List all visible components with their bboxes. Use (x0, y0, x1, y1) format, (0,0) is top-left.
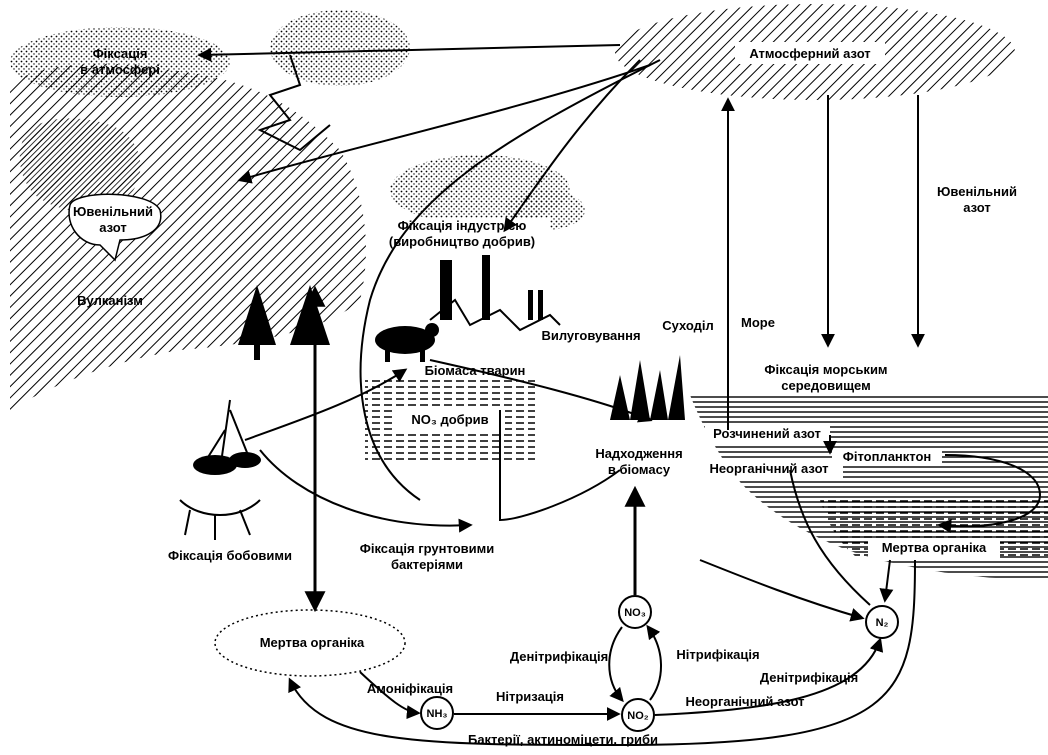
label-nitrosation: Нітризація (496, 689, 564, 704)
label-biomass-input-2: в біомасу (608, 462, 671, 477)
label-sea: Море (741, 315, 775, 330)
label-dead-organic-land: Мертва органіка (260, 635, 365, 650)
label-soil-bacteria-fixation-2: бактеріями (391, 557, 463, 572)
label-nitrification: Нітрифікація (676, 647, 759, 662)
arrow-no2-to-n2 (654, 637, 884, 716)
grass-icon (610, 355, 685, 420)
label-fixation-atmosphere-2: в атмосфері (80, 62, 160, 77)
factory-icon (429, 255, 561, 332)
arrow-bottom-loop (288, 559, 916, 747)
arrow-atmos-curve (359, 59, 661, 501)
label-animal-biomass: Біомаса тварин (425, 363, 526, 378)
atmosphere-cloud (10, 27, 230, 97)
label-denitrification-left: Денітрифікація (510, 649, 608, 664)
cow-icon (375, 323, 439, 362)
node-n2-label: N₂ (876, 617, 889, 629)
arrow-soil-bacteria (259, 449, 473, 533)
label-dissolved-nitrogen: Розчинений азот (713, 426, 821, 441)
label-marine-fixation-2: середовищем (781, 378, 870, 393)
arrow-atmos-to-land (237, 64, 651, 184)
label-juvenile-left-2: азот (99, 220, 127, 235)
land-hatch-region (10, 63, 366, 410)
arrow-leaching (429, 359, 653, 423)
arrow-atmos-to-fixation (197, 44, 621, 62)
dead-organic-land-node (214, 609, 406, 677)
label-juvenile-right-1: Ювенільний (937, 184, 1017, 199)
label-land: Суходіл (662, 318, 714, 333)
node-nh3 (420, 696, 454, 730)
label-industrial-fixation-1: Фіксація індустрією (398, 218, 527, 233)
node-nh3-label: NH₃ (427, 708, 448, 720)
label-ammonification: Амоніфікація (367, 681, 453, 696)
arrow-phyto-loop (937, 454, 1042, 534)
label-dead-organic-sea: Мертва органіка (882, 540, 987, 555)
node-no3 (618, 595, 652, 629)
storm-cloud (270, 10, 410, 86)
lightning-icon (257, 54, 331, 152)
arrow-no3-to-no2 (608, 626, 624, 703)
arrow-land-to-dead (699, 559, 865, 622)
label-biomass-input-1: Надходження (595, 446, 682, 461)
label-volcanism: Вулканізм (77, 293, 143, 308)
label-juvenile-left-1: Ювенільний (73, 204, 153, 219)
arrow-legume-to-cow (244, 368, 408, 441)
label-leaching: Вилуговування (541, 328, 640, 343)
label-phytoplankton: Фітопланктон (843, 449, 932, 464)
arrow-no2-to-no3 (646, 624, 662, 701)
label-industrial-fixation-2: (виробництво добрив) (389, 234, 535, 249)
label-juvenile-right-2: азот (963, 200, 991, 215)
node-no3-label: NO₃ (624, 607, 646, 619)
arrow-n2-to-sea (789, 469, 871, 606)
mantle-dense-patch (19, 118, 141, 212)
label-atmospheric-nitrogen: Атмосферний азот (749, 46, 870, 61)
label-inorganic-nitrogen-sea: Неорганічний азот (709, 461, 828, 476)
label-marine-fixation-1: Фіксація морським (764, 362, 887, 377)
label-bacteria-fungi: Бактерії, актиноміцети, гриби (468, 732, 658, 747)
arrow-dead-to-nh3 (359, 671, 421, 720)
juvenile-nitrogen-bubble (68, 193, 162, 262)
arrow-biomass-loop (499, 410, 621, 522)
label-fixation-atmosphere-1: Фіксація (93, 46, 148, 61)
arrow-dead-sea-to-n2 (879, 559, 894, 603)
node-no2 (621, 698, 655, 732)
label-fertilizer-no3: NO₃ добрив (411, 412, 488, 427)
label-denitrification-right: Денітрифікація (760, 670, 858, 685)
arrows (197, 44, 1042, 747)
node-no2-label: NO₂ (627, 710, 649, 722)
legume-plant-icon (179, 399, 261, 540)
tree-icon (238, 285, 330, 360)
label-inorganic-nitrogen-land: Неорганічний азот (685, 694, 804, 709)
label-legume-fixation: Фіксація бобовими (168, 548, 292, 563)
label-soil-bacteria-fixation-1: Фіксація грунтовими (360, 541, 494, 556)
